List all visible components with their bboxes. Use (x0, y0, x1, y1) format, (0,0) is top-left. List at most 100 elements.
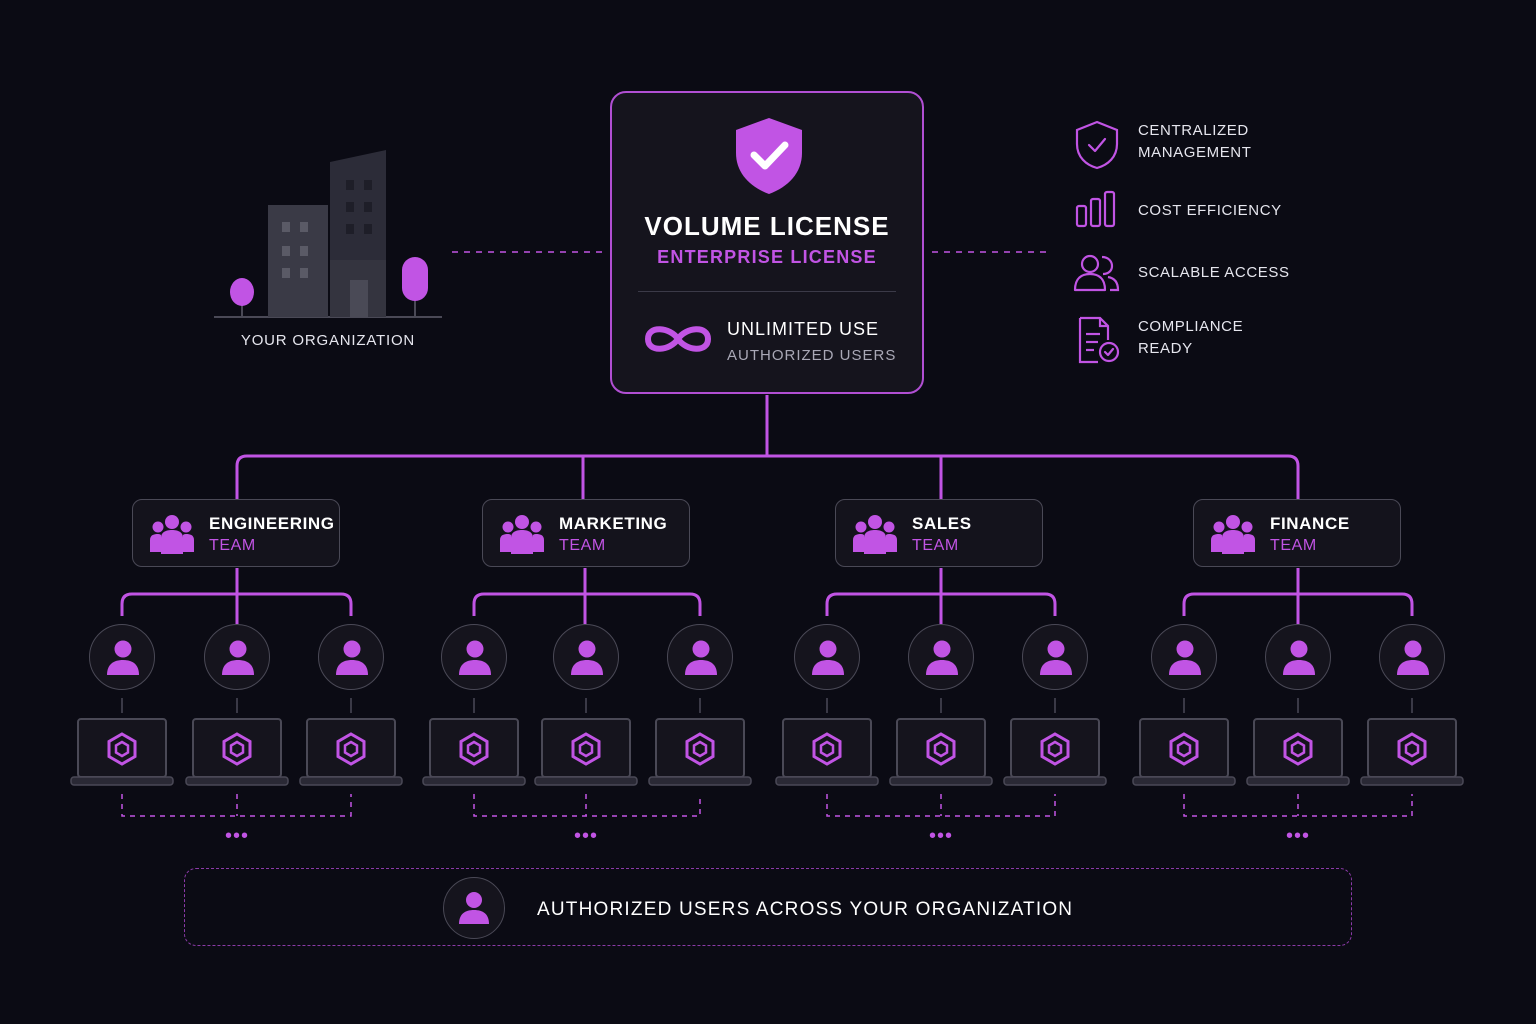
user-avatar[interactable] (908, 624, 974, 690)
laptop-icon (889, 718, 993, 786)
user-avatar[interactable] (1379, 624, 1445, 690)
team-bus-line (235, 454, 1300, 499)
user-icon (222, 640, 254, 675)
bar-chart-icon (1075, 190, 1116, 228)
user-icon (812, 640, 844, 675)
user-bus-line (120, 592, 353, 616)
app-logo-icon (1283, 732, 1313, 766)
app-logo-icon (1169, 732, 1199, 766)
team-name: MARKETING (559, 514, 668, 533)
dashed-group-line (121, 794, 352, 817)
user-icon (107, 640, 139, 675)
team-suffix: TEAM (1270, 537, 1317, 554)
team-name: SALES (912, 514, 972, 533)
dashed-group-line (1183, 794, 1413, 817)
dashed-group-line (826, 794, 1056, 817)
laptop-device[interactable] (1246, 717, 1350, 789)
more-users-ellipsis: ••• (573, 825, 598, 847)
laptop-icon (422, 718, 526, 786)
user-bus-line (1182, 592, 1414, 616)
user-icon (1169, 640, 1201, 675)
feature-line2: READY (1138, 340, 1193, 357)
app-logo-icon (107, 732, 137, 766)
laptop-icon (1132, 718, 1236, 786)
laptop-device[interactable] (1360, 717, 1464, 789)
user-avatar[interactable] (1265, 624, 1331, 690)
user-avatar[interactable] (441, 624, 507, 690)
feature-compliance-ready: COMPLIANCE READY (1072, 316, 1372, 366)
feature-cost-efficiency: COST EFFICIENCY (1072, 186, 1372, 236)
user-avatar[interactable] (553, 624, 619, 690)
building-icon (214, 150, 442, 318)
feature-line1: COST EFFICIENCY (1138, 202, 1282, 219)
user-icon (685, 640, 717, 675)
laptop-icon (299, 718, 403, 786)
user-avatar[interactable] (794, 624, 860, 690)
document-check-icon (1078, 316, 1120, 364)
laptop-device[interactable] (1003, 717, 1107, 789)
team-icon (500, 515, 544, 554)
laptop-icon (534, 718, 638, 786)
more-users-ellipsis: ••• (928, 825, 953, 847)
user-bus-line (472, 592, 702, 616)
team-suffix: TEAM (209, 537, 256, 554)
team-engineering[interactable]: ENGINEERING TEAM (132, 499, 340, 567)
app-logo-icon (571, 732, 601, 766)
shield-check-icon (736, 118, 802, 194)
feature-line1: SCALABLE ACCESS (1138, 264, 1290, 281)
license-subtitle: ENTERPRISE LICENSE (657, 247, 877, 267)
laptop-icon (1360, 718, 1464, 786)
laptop-device[interactable] (889, 717, 993, 789)
laptop-icon (1246, 718, 1350, 786)
volume-license-card[interactable]: VOLUME LICENSE ENTERPRISE LICENSE UNLIMI… (610, 91, 924, 394)
team-icon (1211, 515, 1255, 554)
organization-label: YOUR ORGANIZATION (240, 332, 416, 349)
app-logo-icon (812, 732, 842, 766)
team-name: FINANCE (1270, 514, 1350, 533)
app-logo-icon (926, 732, 956, 766)
app-logo-icon (1397, 732, 1427, 766)
user-bus-line (825, 592, 1057, 616)
laptop-device[interactable] (534, 717, 638, 789)
laptop-device[interactable] (1132, 717, 1236, 789)
feature-line1: COMPLIANCE (1138, 318, 1244, 335)
user-icon (926, 640, 958, 675)
laptop-device[interactable] (299, 717, 403, 789)
dashed-group-line (473, 794, 701, 817)
laptop-device[interactable] (422, 717, 526, 789)
team-finance[interactable]: FINANCE TEAM (1193, 499, 1401, 567)
laptop-device[interactable] (185, 717, 289, 789)
user-icon (1397, 640, 1429, 675)
more-users-ellipsis: ••• (224, 825, 249, 847)
license-title: VOLUME LICENSE (644, 211, 890, 241)
shield-check-outline-icon (1075, 120, 1119, 170)
app-logo-icon (459, 732, 489, 766)
user-icon (336, 640, 368, 675)
app-logo-icon (222, 732, 252, 766)
user-avatar[interactable] (667, 624, 733, 690)
team-icon (150, 515, 194, 554)
laptop-icon (70, 718, 174, 786)
user-avatar[interactable] (1151, 624, 1217, 690)
app-logo-icon (685, 732, 715, 766)
laptop-icon (185, 718, 289, 786)
laptop-device[interactable] (70, 717, 174, 789)
user-icon (459, 892, 489, 924)
laptop-device[interactable] (775, 717, 879, 789)
laptop-icon (775, 718, 879, 786)
laptop-icon (648, 718, 752, 786)
laptop-device[interactable] (648, 717, 752, 789)
user-avatar[interactable] (318, 624, 384, 690)
user-avatar[interactable] (1022, 624, 1088, 690)
team-sales[interactable]: SALES TEAM (835, 499, 1043, 567)
team-marketing[interactable]: MARKETING TEAM (482, 499, 690, 567)
user-icon (1040, 640, 1072, 675)
divider (638, 291, 896, 292)
user-avatar[interactable] (89, 624, 155, 690)
user-icon (571, 640, 603, 675)
infinity-icon (644, 326, 712, 352)
user-avatar[interactable] (204, 624, 270, 690)
usage-title: UNLIMITED USE (727, 319, 880, 339)
